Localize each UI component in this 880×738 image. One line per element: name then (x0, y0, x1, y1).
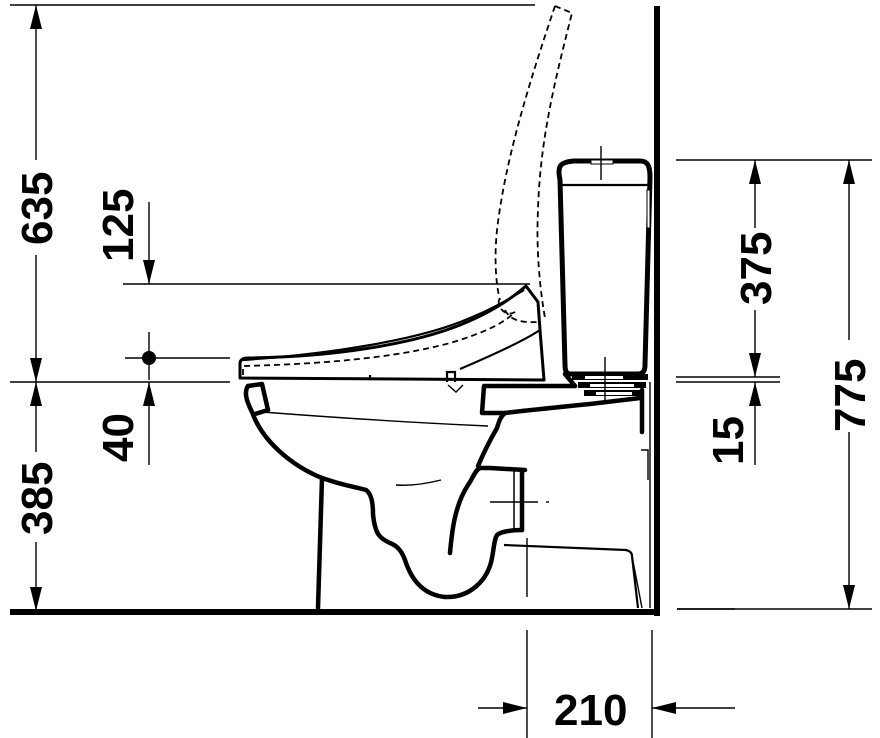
dim-label-775: 775 (826, 359, 875, 432)
reference-point-marker (142, 351, 156, 365)
dim-label-375: 375 (732, 232, 781, 305)
dimension-635: 635 (10, 4, 535, 382)
dimension-40: 40 (94, 332, 230, 465)
dimension-385: 385 (10, 381, 230, 611)
cistern (556, 146, 653, 403)
raised-lid-outline (494, 5, 574, 324)
dimension-15: 15 (676, 376, 780, 465)
dimension-125: 125 (94, 189, 530, 285)
dim-label-125: 125 (94, 189, 143, 262)
wall (654, 6, 660, 616)
dim-label-15: 15 (704, 416, 753, 465)
toilet-bowl (243, 381, 651, 611)
floor (10, 609, 660, 615)
seat-lid (238, 284, 546, 393)
dimension-375: 375 (676, 159, 872, 377)
dim-label-210: 210 (554, 686, 627, 735)
dimension-775: 775 (677, 160, 875, 610)
dim-label-385: 385 (13, 462, 62, 535)
dim-label-40: 40 (94, 413, 143, 462)
dimension-210: 210 (478, 608, 735, 738)
dim-label-635: 635 (13, 172, 62, 245)
